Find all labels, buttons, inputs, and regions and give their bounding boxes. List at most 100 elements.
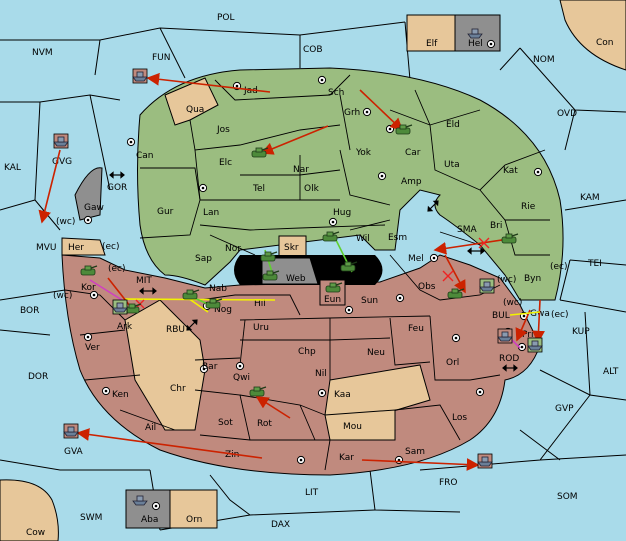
label-uta[interactable]: Uta: [444, 160, 460, 170]
label-tel[interactable]: Tel: [252, 184, 265, 194]
label-amp[interactable]: Amp: [401, 177, 422, 187]
label-rie[interactable]: Rie: [521, 202, 536, 212]
territory-her[interactable]: [61, 237, 106, 256]
corner-land-sw[interactable]: [0, 479, 59, 541]
sea-mit[interactable]: MIT: [136, 276, 152, 286]
label-jad[interactable]: Jad: [243, 86, 258, 96]
label-mou[interactable]: Mou: [343, 422, 362, 432]
label-chp[interactable]: Chp: [298, 347, 316, 357]
label-ver[interactable]: Ver: [85, 343, 100, 353]
label-nil[interactable]: Nil: [315, 369, 327, 379]
label-sot[interactable]: Sot: [218, 418, 233, 428]
label-can[interactable]: Can: [136, 151, 154, 161]
label-ark[interactable]: Ark: [117, 322, 133, 332]
label-eun[interactable]: Eun: [324, 295, 341, 305]
territory-kaa[interactable]: [324, 364, 431, 416]
label-hel[interactable]: Hel: [468, 39, 483, 49]
label-pri[interactable]: Pri: [522, 330, 533, 340]
sea-nom[interactable]: NOM: [533, 55, 555, 65]
sea-fro[interactable]: FRO: [439, 478, 458, 488]
territory-orn[interactable]: [169, 489, 218, 529]
sea-cow[interactable]: Cow: [26, 528, 45, 538]
sea-swm[interactable]: SWM: [80, 513, 102, 523]
label-ost[interactable]: Ost: [317, 258, 333, 268]
sea-alt[interactable]: ALT: [603, 367, 619, 377]
label-wil[interactable]: Wil: [356, 234, 370, 244]
territory-chr[interactable]: [124, 299, 206, 431]
label-hil[interactable]: Hil: [254, 299, 266, 309]
label-grh[interactable]: Grh: [344, 108, 360, 118]
label-ken[interactable]: Ken: [112, 390, 129, 400]
territory-elf[interactable]: [406, 14, 456, 52]
sea-lit[interactable]: LIT: [305, 488, 319, 498]
label-skr[interactable]: Skr: [284, 243, 299, 253]
sea-kal[interactable]: KAL: [4, 163, 21, 173]
sea-nvm[interactable]: NVM: [32, 48, 53, 58]
sea-fun[interactable]: FUN: [152, 53, 171, 63]
label-gur[interactable]: Gur: [157, 207, 174, 217]
label-nor[interactable]: Nor: [225, 244, 241, 254]
sea-som[interactable]: SOM: [557, 492, 578, 502]
label-nar[interactable]: Nar: [293, 165, 309, 175]
label-aba[interactable]: Aba: [141, 515, 158, 525]
label-yok[interactable]: Yok: [355, 148, 372, 158]
label-obs[interactable]: Obs: [418, 282, 436, 292]
label-qua[interactable]: Qua: [186, 105, 204, 115]
label-eld[interactable]: Eld: [446, 120, 460, 130]
label-zin[interactable]: Zin: [225, 450, 239, 460]
label-olk[interactable]: Olk: [304, 184, 320, 194]
label-mel[interactable]: Mel: [408, 254, 424, 264]
label-car[interactable]: Car: [405, 148, 421, 158]
sea-gvp[interactable]: GVP: [555, 404, 574, 414]
label-jos[interactable]: Jos: [216, 125, 230, 135]
label-los[interactable]: Los: [452, 413, 467, 423]
label-bar[interactable]: Bar: [202, 362, 218, 372]
label-sch[interactable]: Sch: [328, 88, 344, 98]
sea-mvu[interactable]: MVU: [36, 243, 57, 253]
label-kor[interactable]: Kor: [81, 283, 96, 293]
sea-gor[interactable]: GOR: [107, 183, 127, 193]
sea-tei[interactable]: TEI: [587, 259, 602, 269]
sea-kup[interactable]: KUP: [572, 327, 590, 337]
sea-rod[interactable]: ROD: [499, 354, 519, 364]
sea-gva[interactable]: GVA: [64, 447, 84, 457]
label-chr[interactable]: Chr: [170, 384, 186, 394]
label-orn[interactable]: Orn: [186, 515, 202, 525]
label-bri[interactable]: Bri: [490, 221, 502, 231]
sea-bor[interactable]: BOR: [20, 306, 39, 316]
label-orl[interactable]: Orl: [446, 358, 459, 368]
territory-aba[interactable]: [125, 489, 171, 529]
sea-con[interactable]: Con: [596, 38, 614, 48]
label-neu[interactable]: Neu: [367, 348, 385, 358]
label-lan[interactable]: Lan: [203, 208, 219, 218]
sea-pol[interactable]: POL: [217, 13, 235, 23]
label-sap[interactable]: Sap: [195, 254, 212, 264]
label-qwi[interactable]: Qwi: [233, 373, 250, 383]
label-rot[interactable]: Rot: [257, 419, 272, 429]
label-web[interactable]: Web: [286, 274, 306, 284]
label-esm[interactable]: Esm: [388, 233, 407, 243]
label-kar[interactable]: Kar: [339, 453, 354, 463]
label-elc[interactable]: Elc: [219, 158, 232, 168]
sea-rbu[interactable]: RBU: [166, 325, 185, 335]
territory-gaw[interactable]: [74, 167, 103, 221]
label-feu[interactable]: Feu: [408, 324, 424, 334]
label-byn[interactable]: Byn: [524, 274, 541, 284]
label-hug[interactable]: Hug: [333, 208, 351, 218]
label-her[interactable]: Her: [68, 243, 84, 253]
label-kaa[interactable]: Kaa: [334, 390, 351, 400]
sea-cob[interactable]: COB: [303, 45, 323, 55]
sea-kam[interactable]: KAM: [580, 193, 600, 203]
label-uru[interactable]: Uru: [253, 323, 269, 333]
label-gaw[interactable]: Gaw: [84, 203, 104, 213]
label-sun[interactable]: Sun: [361, 296, 378, 306]
sea-sma[interactable]: SMA: [457, 225, 477, 235]
label-kat[interactable]: Kat: [503, 166, 518, 176]
label-elf[interactable]: Elf: [426, 39, 438, 49]
sea-ovd[interactable]: OVD: [557, 109, 577, 119]
label-nab[interactable]: Nab: [209, 284, 227, 294]
sea-bul[interactable]: BUL: [492, 311, 510, 321]
label-nog[interactable]: Nog: [214, 305, 232, 315]
sea-dor[interactable]: DOR: [28, 372, 48, 382]
label-sam[interactable]: Sam: [405, 447, 425, 457]
